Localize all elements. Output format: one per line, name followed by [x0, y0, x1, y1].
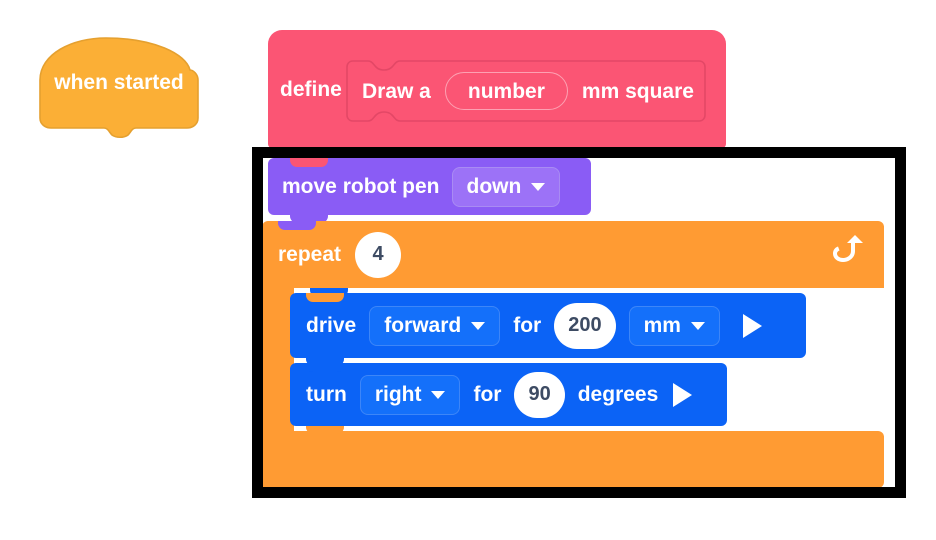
play-triangle-icon — [673, 382, 693, 407]
define-prototype-row: Draw a number mm square — [346, 60, 694, 122]
drive-label: drive — [306, 314, 357, 337]
drive-unit-value: mm — [643, 314, 681, 337]
repeat-label: repeat — [278, 243, 342, 266]
hat-block-text-wrap: when started — [36, 36, 202, 140]
turn-connector: for — [473, 383, 502, 406]
turn-run-button[interactable] — [673, 382, 693, 407]
pen-state-dropdown[interactable]: down — [451, 166, 561, 207]
pen-block-bottom-nub — [290, 215, 328, 223]
drive-block-bottom-nub — [306, 358, 344, 366]
define-text-before: Draw a — [362, 79, 431, 103]
block-define[interactable]: define Draw a number mm square — [268, 30, 726, 148]
turn-label: turn — [306, 383, 347, 406]
repeat-inner-notch — [310, 288, 348, 297]
drive-distance-input[interactable]: 200 — [554, 302, 616, 349]
block-turn[interactable]: turn right for 90 degrees — [290, 363, 727, 434]
repeat-header-row: repeat 4 — [263, 221, 402, 288]
block-when-started[interactable]: when started — [36, 36, 202, 140]
pen-block-top-notch — [290, 158, 328, 167]
drive-connector: for — [513, 314, 542, 337]
selection-frame-content: move robot pen down repeat 4 — [263, 158, 895, 496]
turn-block-bottom-nub — [306, 426, 344, 434]
turn-block-top-notch — [306, 363, 344, 372]
define-keyword: define — [280, 77, 342, 101]
define-prototype[interactable]: Draw a number mm square — [346, 60, 706, 122]
define-argument-label: number — [467, 79, 545, 103]
chevron-down-icon — [431, 390, 446, 399]
pen-block-label: move robot pen — [282, 175, 440, 198]
define-argument-number[interactable]: number — [444, 72, 568, 110]
block-move-robot-pen[interactable]: move robot pen down — [268, 158, 591, 223]
when-started-label: when started — [54, 70, 184, 94]
turn-block-row: turn right for 90 degrees — [290, 363, 693, 426]
block-repeat[interactable]: repeat 4 — [263, 221, 884, 496]
loop-arrow-icon — [833, 235, 863, 262]
repeat-bottom-nub — [278, 488, 316, 496]
drive-direction-dropdown[interactable]: forward — [369, 305, 501, 346]
chevron-down-icon — [531, 182, 546, 191]
turn-direction-value: right — [374, 383, 422, 406]
repeat-count-input[interactable]: 4 — [355, 231, 402, 278]
chevron-down-icon — [690, 321, 705, 330]
drive-run-button[interactable] — [742, 313, 762, 338]
turn-unit-label: degrees — [577, 383, 659, 406]
define-keyword-wrap: define — [280, 30, 342, 148]
drive-unit-dropdown[interactable]: mm — [628, 305, 720, 346]
chevron-down-icon — [471, 321, 486, 330]
repeat-top-notch — [278, 221, 316, 230]
turn-amount-input[interactable]: 90 — [514, 371, 565, 418]
turn-direction-dropdown[interactable]: right — [359, 374, 461, 415]
define-prototype-outline — [346, 60, 706, 122]
pen-block-row: move robot pen down — [268, 158, 561, 215]
pen-state-value: down — [466, 175, 522, 198]
selection-frame: move robot pen down repeat 4 — [252, 147, 906, 498]
define-text-after: mm square — [581, 79, 694, 103]
repeat-left-arm — [263, 288, 294, 454]
play-triangle-icon — [742, 313, 762, 338]
drive-block-top-notch — [306, 293, 344, 302]
block-drive[interactable]: drive forward for 200 mm — [290, 293, 806, 366]
drive-direction-value: forward — [384, 314, 462, 337]
hat-block-shape — [39, 37, 199, 139]
repeat-footer — [263, 431, 884, 487]
drive-block-row: drive forward for 200 mm — [290, 293, 762, 358]
